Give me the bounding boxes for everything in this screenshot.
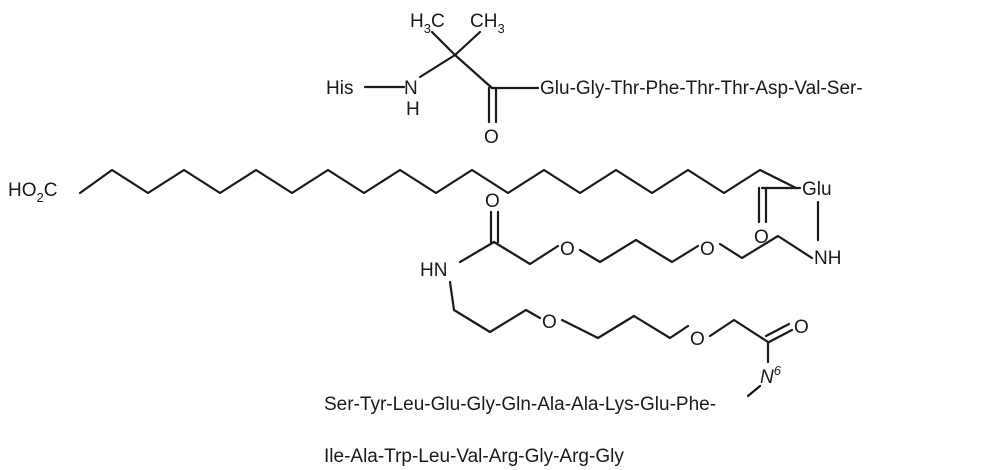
bond-n-calpha [418, 53, 457, 79]
methyl-2-label: CH3 [470, 11, 505, 36]
chain-zigzag [78, 168, 798, 195]
o-aib-label: O [484, 127, 499, 148]
sequence-line-2: Ser-Tyr-Leu-Glu-Gly-Gln-Ala-Ala-Lys-Glu-… [324, 394, 716, 415]
bond-carbonyl-o2-b [764, 322, 791, 338]
linker-upper-zigzag-3 [492, 240, 560, 266]
linker-upper: NH O O O HN [420, 191, 841, 281]
o-amide-label: O [485, 191, 500, 212]
hn-left-label: HN [420, 260, 447, 281]
bond-amide-hn [458, 240, 496, 264]
sequence-line-1: Glu-Gly-Thr-Phe-Thr-Thr-Asp-Val-Ser- [540, 78, 863, 99]
bond-calpha-carbonyl [453, 53, 494, 90]
linker-lower-zigzag [448, 280, 542, 334]
ether-o3-label: O [542, 312, 557, 333]
linker-lower-zigzag-3 [708, 318, 770, 344]
ether-o1-label: O [560, 239, 575, 260]
acid-label: HO2C [8, 180, 57, 205]
o-fatty-label: O [754, 227, 769, 248]
linker-upper-zigzag-2 [578, 238, 700, 264]
ether-o4-label: O [690, 329, 705, 350]
methyl-1-label: H3C [410, 11, 445, 36]
nh-right-label: NH [814, 248, 841, 269]
glu-side-label: Glu [802, 179, 832, 200]
bond-n6-lys [746, 384, 762, 398]
aib-fragment: His N H H3C CH3 O [326, 11, 540, 148]
n6-label: N6 [760, 363, 782, 388]
linker-upper-zigzag [718, 234, 814, 260]
linker-lower: O O O N6 [448, 280, 809, 398]
h-label: H [406, 99, 420, 120]
bond-calpha-methyl2 [453, 30, 482, 57]
o-carbonyl-label: O [794, 317, 809, 338]
fatty-acid-chain: HO2C O Glu [8, 168, 832, 248]
linker-lower-zigzag-2 [560, 314, 690, 340]
bond-calpha-methyl1 [430, 30, 457, 57]
his-label: His [326, 78, 353, 99]
bond-carbonyl-o2-a [767, 328, 794, 344]
ether-o2-label: O [700, 239, 715, 260]
sequence-line-3: Ile-Ala-Trp-Leu-Val-Arg-Gly-Arg-Gly [324, 446, 624, 467]
n-label: N [404, 78, 418, 99]
